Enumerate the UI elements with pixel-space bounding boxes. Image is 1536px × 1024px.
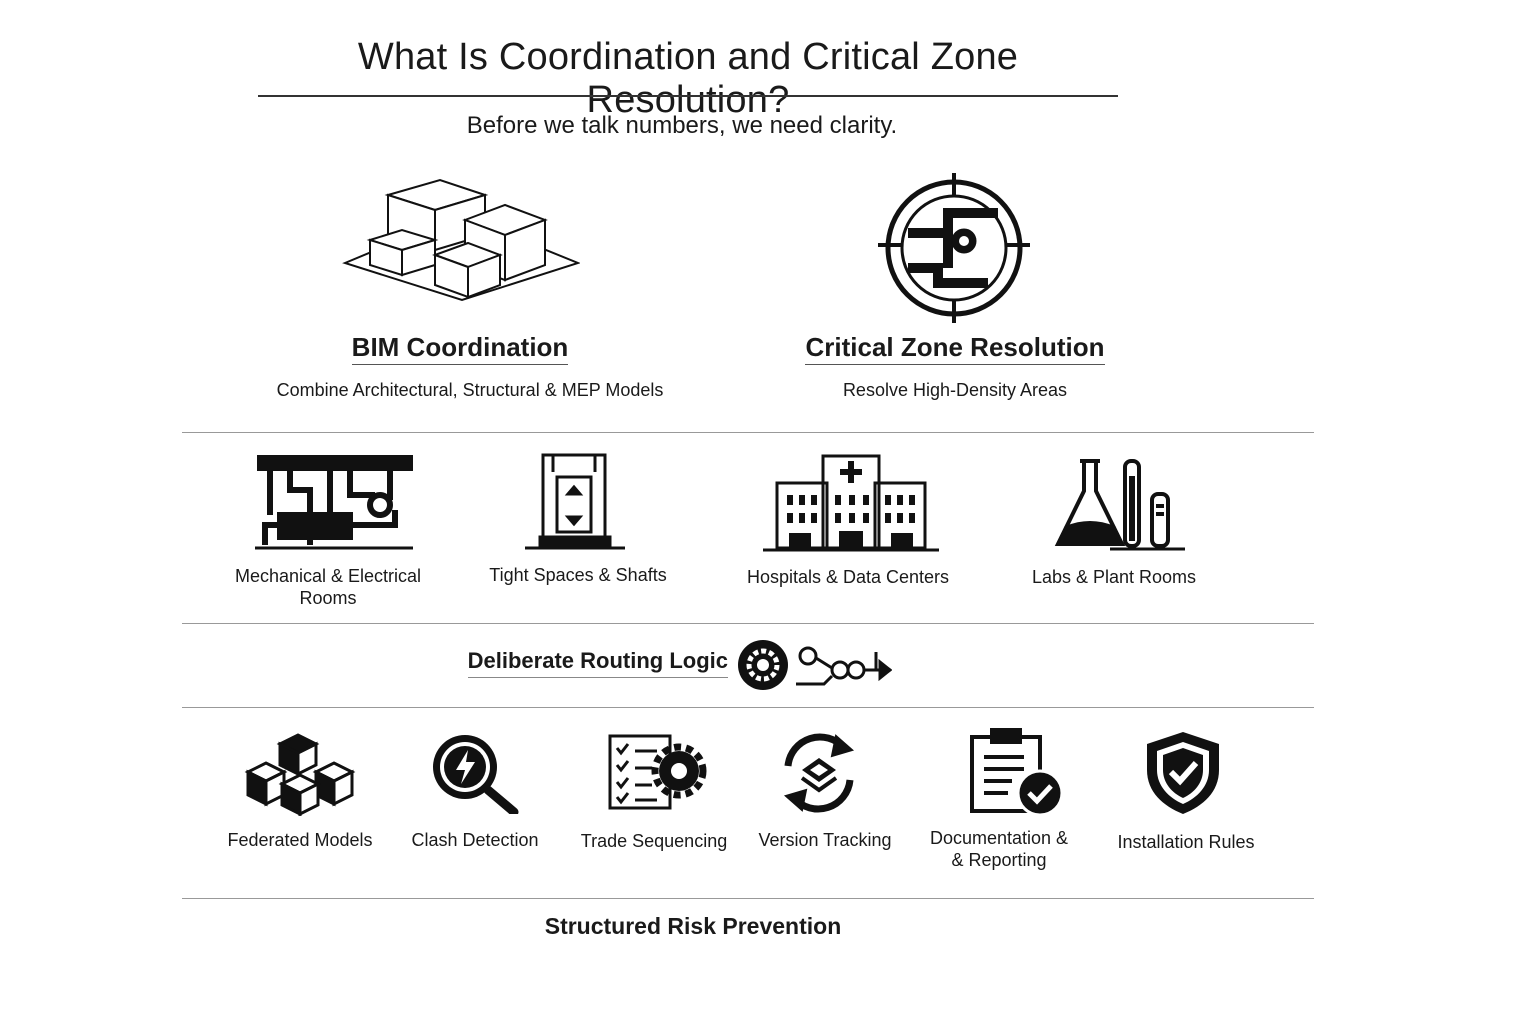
- tool-label: Documentation &: [929, 828, 1069, 848]
- tool-label: & Reporting: [951, 850, 1047, 870]
- zone-label: Mechanical & Electrical: [234, 566, 422, 586]
- divider: [182, 623, 1314, 624]
- pillar-description: Resolve High-Density Areas: [842, 380, 1068, 400]
- flow-path-icon: [794, 644, 892, 688]
- divider: [182, 707, 1314, 708]
- tool-item-installation-rules: Installation Rules: [1086, 831, 1286, 853]
- pillar-label: Critical Zone Resolution: [805, 332, 1105, 365]
- checklist-gear-icon: [607, 733, 707, 811]
- pillar-critical-zone-resolution: Critical Zone Resolution: [755, 332, 1155, 365]
- gear-icon: [737, 639, 789, 691]
- zone-label: Tight Spaces & Shafts: [489, 565, 667, 585]
- zone-item-tight-spaces: Tight Spaces & Shafts: [468, 564, 688, 586]
- routing-label: Deliberate Routing Logic: [467, 648, 728, 678]
- target-pipes-icon: [878, 173, 1030, 323]
- divider: [182, 898, 1314, 899]
- tool-label: Trade Sequencing: [580, 831, 728, 851]
- tool-item-clash-detection: Clash Detection: [375, 829, 575, 851]
- tool-item-federated-models: Federated Models: [200, 829, 400, 851]
- zone-label: Labs & Plant Rooms: [1031, 567, 1197, 587]
- tool-label: Version Tracking: [758, 830, 892, 850]
- pillar-bim-coordination: BIM Coordination: [260, 332, 660, 365]
- pillar-description: Combine Architectural, Structural & MEP …: [276, 380, 664, 400]
- cycle-icon: [772, 728, 866, 818]
- tool-item-version-tracking: Version Tracking: [725, 829, 925, 851]
- tool-item-documentation: Documentation && Reporting: [899, 827, 1099, 871]
- footer-label: Structured Risk Prevention: [544, 913, 842, 939]
- magnifier-bolt-icon: [430, 732, 520, 814]
- lab-flask-icon: [1050, 456, 1190, 552]
- zone-label: Hospitals & Data Centers: [746, 567, 950, 587]
- zone-item-labs: Labs & Plant Rooms: [1004, 566, 1224, 588]
- hospital-icon: [763, 453, 939, 553]
- page-title: What Is Coordination and Critical Zone R…: [357, 36, 1019, 121]
- mechanical-room-icon: [255, 455, 415, 551]
- zone-label: Rooms: [299, 588, 357, 608]
- tool-label: Installation Rules: [1117, 832, 1255, 852]
- page-subtitle: Before we talk numbers, we need clarity.: [466, 112, 898, 139]
- tool-label: Federated Models: [227, 830, 373, 850]
- tool-item-trade-sequencing: Trade Sequencing: [554, 830, 754, 852]
- pillar-label: BIM Coordination: [351, 332, 569, 365]
- tool-label: Clash Detection: [411, 830, 539, 850]
- divider: [182, 432, 1314, 433]
- zone-item-hospitals: Hospitals & Data Centers: [728, 566, 968, 588]
- clipboard-check-icon: [968, 727, 1066, 819]
- elevator-shaft-icon: [525, 452, 625, 550]
- shield-check-icon: [1145, 730, 1221, 816]
- title-underline: [258, 95, 1118, 97]
- cubes-icon: [240, 732, 360, 816]
- bim-blocks-icon: [340, 175, 580, 305]
